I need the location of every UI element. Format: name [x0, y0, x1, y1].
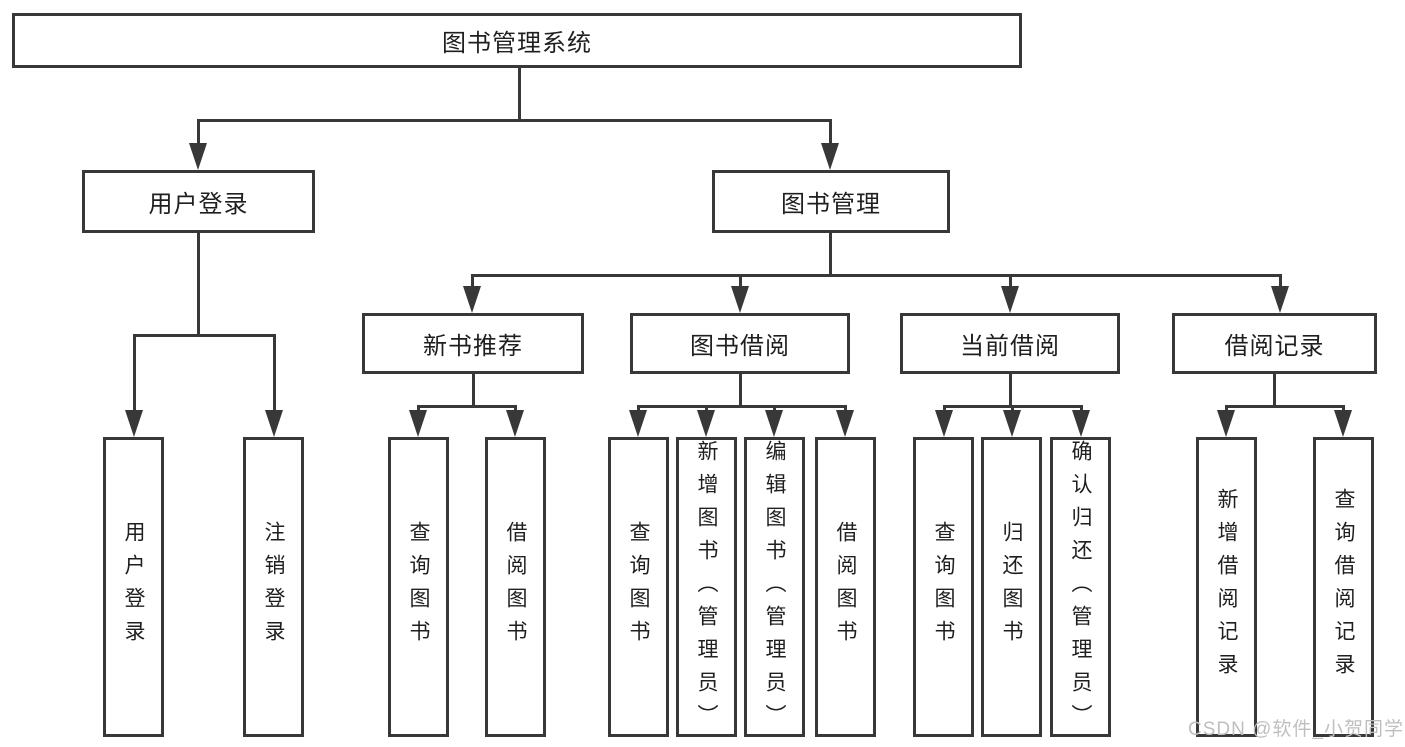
arrowhead-down-icon [731, 286, 749, 313]
leaf-label: 新增借阅记录 [1215, 488, 1238, 686]
connector-bookmgmt-stem [829, 233, 832, 276]
connector-drop [943, 405, 946, 413]
leaf-logout: 注销登录 [243, 437, 304, 737]
connector-userlogin-stem [197, 233, 200, 336]
connector-drop [1225, 405, 1228, 413]
connector-drop [1080, 405, 1083, 413]
arrowhead-down-icon [821, 143, 839, 170]
arrowhead-down-icon [1271, 286, 1289, 313]
arrowhead-down-icon [836, 410, 854, 437]
arrowhead-down-icon [1217, 410, 1235, 437]
connector-drop [637, 405, 640, 413]
connector-drop [829, 119, 832, 145]
leaf-records-query-record: 查询借阅记录 [1313, 437, 1374, 737]
leaf-recommend-borrow-books: 借阅图书 [485, 437, 546, 737]
leaf-label: 归还图书 [1000, 521, 1023, 653]
arrowhead-down-icon [1001, 286, 1019, 313]
node-current-borrowing: 当前借阅 [900, 313, 1120, 374]
leaf-current-return-books: 归还图书 [981, 437, 1042, 737]
leaf-label: 查询借阅记录 [1332, 488, 1355, 686]
leaf-user-login: 用户登录 [103, 437, 164, 737]
arrowhead-down-icon [1334, 410, 1352, 437]
connector-drop [471, 274, 474, 288]
connector-drop [197, 119, 200, 145]
connector-borrow-spread [637, 405, 847, 408]
connector-records-stem [1273, 374, 1276, 407]
arrowhead-down-icon [265, 410, 283, 437]
arrowhead-down-icon [125, 410, 143, 437]
arrowhead-down-icon [409, 410, 427, 437]
connector-drop [133, 334, 136, 412]
leaf-label: 借阅图书 [834, 521, 857, 653]
arrowhead-down-icon [189, 143, 207, 170]
connector-drop [417, 405, 420, 413]
connector-drop [773, 405, 776, 413]
connector-drop [514, 405, 517, 413]
leaf-label: 查询图书 [627, 521, 650, 653]
connector-drop [1342, 405, 1345, 413]
connector-drop [1009, 274, 1012, 288]
leaf-label: 注销登录 [262, 521, 285, 653]
leaf-current-query-books: 查询图书 [913, 437, 974, 737]
connector-drop [273, 334, 276, 412]
connector-records-spread [1225, 405, 1345, 408]
leaf-borrow-query-books: 查询图书 [608, 437, 669, 737]
node-user-login: 用户登录 [82, 170, 315, 233]
arrowhead-down-icon [1072, 410, 1090, 437]
arrowhead-down-icon [697, 410, 715, 437]
connector-borrow-stem [739, 374, 742, 407]
leaf-current-confirm-return-admin: 确认归还（管理员） [1050, 437, 1111, 737]
connector-userlogin-spread [133, 334, 276, 337]
leaf-label: 确认归还（管理员） [1069, 440, 1092, 737]
leaf-records-add-record: 新增借阅记录 [1196, 437, 1257, 737]
arrowhead-down-icon [629, 410, 647, 437]
node-library-management-system: 图书管理系统 [12, 13, 1022, 68]
arrowhead-down-icon [765, 410, 783, 437]
leaf-label: 新增图书（管理员） [695, 440, 718, 737]
arrowhead-down-icon [506, 410, 524, 437]
connector-root-spread [197, 119, 832, 122]
arrowhead-down-icon [463, 286, 481, 313]
connector-drop [844, 405, 847, 413]
leaf-label: 编辑图书（管理员） [763, 440, 786, 737]
leaf-recommend-query-books: 查询图书 [388, 437, 449, 737]
leaf-label: 查询图书 [932, 521, 955, 653]
watermark: CSDN @软件_小贺同学 [1188, 719, 1404, 740]
connector-recommend-stem [472, 374, 475, 407]
connector-drop [1011, 405, 1014, 413]
leaf-label: 借阅图书 [504, 521, 527, 653]
connector-root-stem [518, 68, 521, 121]
node-book-borrowing: 图书借阅 [630, 313, 850, 374]
leaf-borrow-add-books-admin: 新增图书（管理员） [676, 437, 737, 737]
leaf-borrow-borrow-books: 借阅图书 [815, 437, 876, 737]
leaf-label: 查询图书 [407, 521, 430, 653]
node-book-management: 图书管理 [712, 170, 950, 233]
leaf-label: 用户登录 [122, 521, 145, 653]
arrowhead-down-icon [1003, 410, 1021, 437]
connector-recommend-spread [417, 405, 517, 408]
connector-drop [739, 274, 742, 288]
node-borrowing-records: 借阅记录 [1172, 313, 1377, 374]
connector-drop [705, 405, 708, 413]
leaf-borrow-edit-books-admin: 编辑图书（管理员） [744, 437, 805, 737]
connector-bookmgmt-spread [471, 274, 1282, 277]
connector-drop [1279, 274, 1282, 288]
connector-current-stem [1009, 374, 1012, 407]
node-new-book-recommendation: 新书推荐 [362, 313, 584, 374]
arrowhead-down-icon [935, 410, 953, 437]
